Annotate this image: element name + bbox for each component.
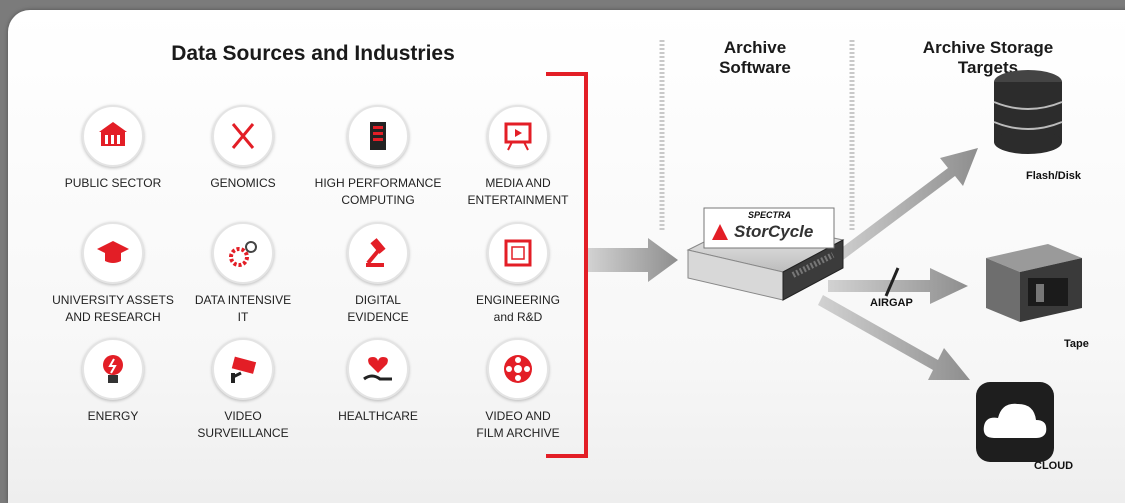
- brand-small: SPECTRA: [748, 210, 792, 220]
- sources-bracket: [546, 72, 588, 458]
- film-reel-icon: [487, 338, 549, 400]
- tape-arrow: [828, 268, 968, 304]
- storcycle-server: [686, 207, 845, 301]
- industry-label: DIGITAL EVIDENCE: [347, 293, 409, 324]
- presentation-play-icon: [487, 105, 549, 167]
- industry-tile: VIDEO SURVEILLANCE: [173, 338, 313, 442]
- industry-label: PUBLIC SECTOR: [64, 176, 162, 190]
- industry-tile: VIDEO AND FILM ARCHIVE: [448, 338, 588, 442]
- server-icon: [347, 105, 409, 167]
- building-icon: [82, 105, 144, 167]
- cloud-arrow: [818, 295, 970, 380]
- dna-icon: [212, 105, 274, 167]
- cloud-label: CLOUD: [1034, 460, 1074, 472]
- diagram-panel: Data Sources and Industries Archive Soft…: [8, 10, 1125, 503]
- heart-hand-icon: [347, 338, 409, 400]
- industry-tile: MEDIA AND ENTERTAINMENT: [448, 105, 588, 209]
- brand-name: StorCycle: [734, 222, 814, 241]
- gears-icon: [212, 222, 274, 284]
- industry-tile: PUBLIC SECTOR: [43, 105, 183, 192]
- industry-label: DATA INTENSIVE IT: [194, 293, 292, 324]
- industry-label: HEALTHCARE: [338, 409, 418, 423]
- industry-tile: HEALTHCARE: [308, 338, 448, 425]
- industry-label: VIDEO SURVEILLANCE: [197, 409, 289, 440]
- industry-tile: GENOMICS: [173, 105, 313, 192]
- industry-label: MEDIA AND ENTERTAINMENT: [467, 176, 569, 207]
- input-arrow: [588, 238, 678, 282]
- gavel-icon: [347, 222, 409, 284]
- industry-label: ENERGY: [87, 409, 139, 423]
- industry-label: VIDEO AND FILM ARCHIVE: [476, 409, 560, 440]
- industry-tile: ENERGY: [43, 338, 183, 425]
- industry-tile: DATA INTENSIVE IT: [173, 222, 313, 326]
- software-heading: Archive Software: [719, 38, 791, 77]
- industry-label: ENGINEERING and R&D: [475, 293, 560, 324]
- sources-heading: Data Sources and Industries: [171, 42, 455, 65]
- cloud-icon: [976, 382, 1054, 462]
- flash-arrow: [828, 148, 978, 266]
- targets-heading: Archive Storage Targets: [922, 38, 1054, 77]
- flash-label: Flash/Disk: [1026, 170, 1082, 182]
- tape-library-icon: [986, 244, 1082, 322]
- airgap-label: AIRGAP: [870, 297, 913, 309]
- flash-disk-icon: [993, 70, 1063, 154]
- industry-tile: ENGINEERING and R&D: [448, 222, 588, 326]
- industry-tile: DIGITAL EVIDENCE: [308, 222, 448, 326]
- tape-label: Tape: [1064, 338, 1089, 350]
- industry-label: UNIVERSITY ASSETS AND RESEARCH: [52, 293, 174, 324]
- lightbulb-icon: [82, 338, 144, 400]
- security-camera-icon: [212, 338, 274, 400]
- industry-tile: HIGH PERFORMANCE COMPUTING: [308, 105, 448, 209]
- industry-label: GENOMICS: [210, 176, 276, 190]
- flow-graphic: [588, 148, 978, 380]
- blueprint-icon: [487, 222, 549, 284]
- industry-label: HIGH PERFORMANCE COMPUTING: [314, 176, 442, 207]
- industry-tile: UNIVERSITY ASSETS AND RESEARCH: [43, 222, 183, 326]
- graduation-cap-icon: [82, 222, 144, 284]
